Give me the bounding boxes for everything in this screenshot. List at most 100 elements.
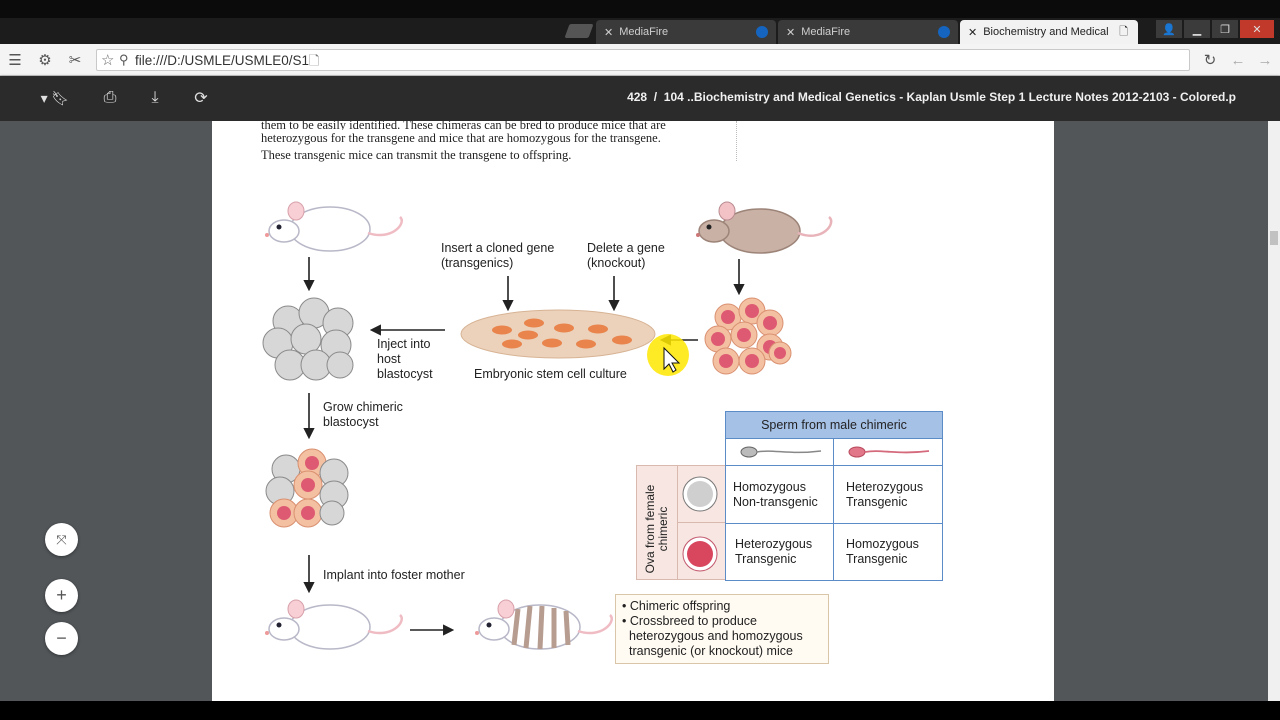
label-line: Inject into: [377, 337, 431, 351]
body-line: These transgenic mice can transmit the t…: [261, 148, 572, 162]
body-text: them to be easily identified. These chim…: [261, 121, 737, 164]
minimize-icon[interactable]: ▁: [1184, 20, 1210, 38]
vertical-scrollbar[interactable]: [1268, 121, 1280, 701]
grow-label: Grow chimeric blastocyst: [323, 400, 403, 430]
label-line: Grow chimeric: [323, 400, 403, 414]
chimeric-offspring-mouse-icon: [475, 599, 613, 650]
info-line: transgenic (or knockout) mice: [629, 644, 793, 658]
gray-sperm-cell: [726, 439, 834, 465]
document-title: 104 ..Biochemistry and Medical Genetics …: [663, 90, 1236, 104]
pdf-viewer[interactable]: them to be easily identified. These chim…: [0, 121, 1268, 701]
brown-mouse-icon: [696, 201, 833, 254]
cell-line: Homozygous: [733, 479, 806, 494]
gray-sperm-icon: [740, 446, 822, 458]
rotate-icon[interactable]: ⟳: [194, 90, 208, 107]
window-close-icon[interactable]: ✕: [1240, 20, 1274, 38]
print-icon[interactable]: ⎙: [103, 89, 117, 106]
delete-gene-label: Delete a gene (knockout): [587, 241, 665, 271]
punnett-table: Sperm from male chimeric: [725, 411, 943, 581]
cell-line: Transgenic: [735, 552, 797, 566]
maximize-icon[interactable]: ❐: [1212, 20, 1238, 38]
tab-label: MediaFire: [619, 26, 669, 38]
cursor-icon: [647, 334, 689, 376]
label-line: (transgenics): [441, 256, 514, 270]
label-line: blastocyst: [377, 367, 433, 381]
mediafire-icon: [938, 26, 950, 38]
body-line: them to be easily identified. These chim…: [261, 121, 666, 130]
cell-line: Non-transgenic: [733, 494, 818, 509]
bookmark-icon[interactable]: ▾ 🔖︎: [40, 89, 70, 106]
offspring-info-box: • Chimeric offspring • Crossbreed to pro…: [615, 594, 829, 664]
back-icon[interactable]: ←: [1230, 51, 1246, 69]
extension-icon[interactable]: ⚙: [38, 52, 52, 69]
label-line: Delete a gene: [587, 241, 665, 255]
reload-icon[interactable]: ↻: [1203, 52, 1217, 69]
scrollbar-thumb[interactable]: [1270, 231, 1278, 245]
ova-panel: Ova from female chimeric: [636, 465, 726, 580]
zoom-out-button[interactable]: −: [45, 622, 78, 655]
pink-sperm-icon: [848, 446, 930, 458]
table-header: Sperm from male chimeric: [726, 412, 942, 439]
tab-strip: ✕ MediaFire ✕ MediaFire ✕ Biochemistry a…: [0, 18, 1280, 44]
tab-label: Biochemistry and Medical: [983, 26, 1109, 38]
foster-mother-mouse-icon: [265, 599, 403, 650]
host-blastocyst-icon: [262, 297, 354, 381]
culture-label: Embryonic stem cell culture: [474, 367, 627, 381]
white-mouse-icon: [265, 201, 403, 252]
gray-ovum-icon: [682, 476, 718, 512]
menu-icon[interactable]: ☰: [8, 52, 22, 69]
zoom-in-icon: +: [56, 585, 67, 605]
close-icon[interactable]: ✕: [604, 26, 614, 39]
bottom-band: [0, 701, 1280, 720]
figure-graphics: [262, 201, 833, 650]
fit-page-button[interactable]: ⤧: [45, 523, 78, 556]
tab-biochemistry[interactable]: ✕ Biochemistry and Medical 🗋: [960, 20, 1138, 44]
window-controls: 👤 ▁ ❐ ✕: [1156, 20, 1274, 38]
zoom-in-button[interactable]: +: [45, 579, 78, 612]
close-icon[interactable]: ✕: [786, 26, 796, 39]
implant-label: Implant into foster mother: [323, 568, 465, 582]
url-field[interactable]: ☆ ⚲ file:///D:/USMLE/USMLE0/S1/Kaplan%20…: [96, 49, 1190, 71]
pdf-title-bar: 428 / 104 ..Biochemistry and Medical Gen…: [627, 90, 1236, 104]
key-icon: ⚲: [119, 52, 129, 67]
tab-mediafire-2[interactable]: ✕ MediaFire: [778, 20, 958, 44]
download-icon[interactable]: ⤓: [151, 89, 159, 106]
margin-rule: [736, 121, 737, 161]
label-line: Insert a cloned gene: [441, 241, 555, 255]
chimeric-blastocyst-icon: [265, 448, 349, 528]
profile-icon[interactable]: 👤: [1156, 20, 1182, 38]
pdf-toolbar: ▾ 🔖︎ ⎙ ⤓ ⟳ 428 / 104 ..Biochemistry and …: [0, 76, 1280, 121]
close-icon[interactable]: ✕: [968, 26, 978, 39]
fit-icon: ⤧: [56, 531, 67, 547]
cell-line: Transgenic: [845, 494, 908, 509]
stem-cell-culture-dish: [460, 309, 656, 359]
inject-label: Inject into host blastocyst: [377, 337, 433, 382]
sperm-row: [726, 439, 942, 466]
tools-icon[interactable]: ✂: [68, 52, 82, 69]
insert-gene-label: Insert a cloned gene (transgenics): [441, 241, 554, 271]
page-icon: 🗋: [1119, 25, 1129, 38]
label-line: (knockout): [587, 256, 646, 270]
cell-line: Homozygous: [845, 537, 919, 551]
label-line: host: [377, 352, 401, 366]
tab-mediafire-1[interactable]: ✕ MediaFire: [596, 20, 776, 44]
body-line: heterozygous for the transgene and mice …: [261, 131, 661, 145]
ova-graphics: [682, 476, 718, 572]
pink-sperm-cell: [834, 439, 942, 465]
title-band: [0, 0, 1280, 18]
new-tab-button[interactable]: [564, 24, 594, 38]
info-line: • Chimeric offspring: [622, 599, 731, 613]
pdf-page: them to be easily identified. These chim…: [212, 121, 1054, 701]
zoom-out-icon: −: [56, 628, 67, 648]
star-icon[interactable]: ☆: [101, 52, 115, 69]
page-number: 428: [627, 90, 648, 104]
cell-line: Heterozygous: [735, 537, 813, 551]
page-icon: 🗋: [309, 52, 1151, 70]
forward-icon[interactable]: →: [1257, 51, 1273, 69]
